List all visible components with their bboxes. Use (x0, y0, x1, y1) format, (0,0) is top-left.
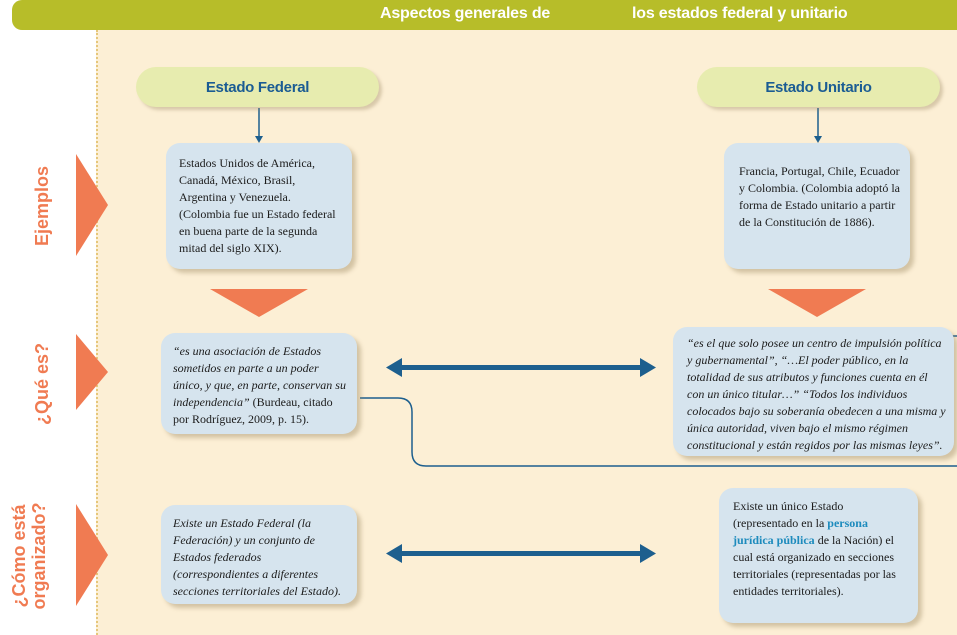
unitario-examples-box: Francia, Portugal, Chile, Ecuador y Colo… (724, 143, 910, 269)
federal-examples-box: Estados Unidos de América, Canadá, Méxic… (166, 143, 352, 269)
estado-unitario-header: Estado Unitario (697, 67, 940, 107)
curved-connector (360, 397, 957, 467)
double-arrow-como (386, 544, 656, 563)
federal-definition-text: “es una asociación de Estados sometidos … (173, 344, 346, 426)
unitario-organization-text: Existe un único Estado (representado en … (733, 499, 896, 598)
down-arrow-federal (210, 289, 308, 317)
federal-definition-box: “es una asociación de Estados sometidos … (161, 333, 357, 434)
unitario-definition-box: “es el que solo posee un centro de impul… (673, 327, 954, 456)
unitario-organization-box: Existe un único Estado (representado en … (719, 488, 918, 623)
row-indicator-como (76, 504, 108, 606)
page-title-part2: los estados federal y unitario (632, 5, 848, 22)
estado-federal-header: Estado Federal (136, 67, 379, 107)
federal-organization-text: Existe un Estado Federal (la Federación)… (173, 516, 341, 598)
federal-examples-text: Estados Unidos de América, Canadá, Méxic… (179, 156, 336, 255)
title-bar (12, 0, 957, 30)
unitario-examples-text: Francia, Portugal, Chile, Ecuador y Colo… (739, 164, 900, 229)
unitario-definition-text: “es el que solo posee un centro de impul… (687, 336, 946, 452)
double-arrow-que-es (386, 358, 656, 377)
page-title-part1: Aspectos generales de (380, 5, 551, 22)
highlight-persona-juridica: persona jurídica pública (733, 516, 868, 547)
row-indicator-que-es (76, 334, 108, 410)
federal-organization-box: Existe un Estado Federal (la Federación)… (161, 505, 357, 604)
row-indicator-ejemplos (76, 154, 108, 256)
down-arrow-unitario (768, 289, 866, 317)
